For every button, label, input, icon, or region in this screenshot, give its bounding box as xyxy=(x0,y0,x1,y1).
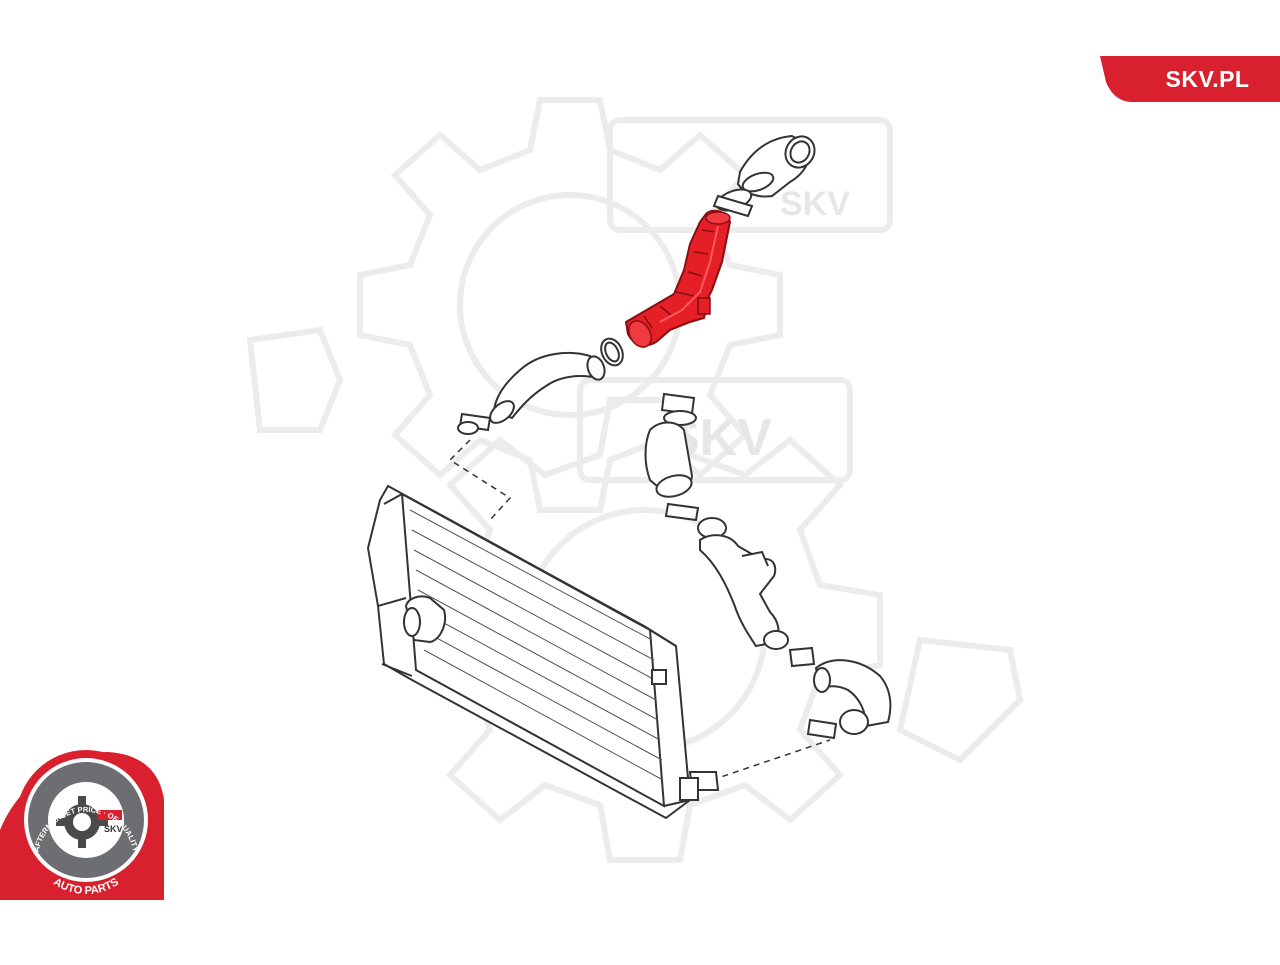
highlighted-charge-pipe xyxy=(624,209,732,348)
intercooler-core xyxy=(366,484,699,820)
lower-left-hose xyxy=(457,337,624,435)
dashed-connector-right xyxy=(711,739,831,781)
badge-center-text: SKV xyxy=(104,824,123,834)
right-side-pipes xyxy=(644,392,892,791)
watermark-text-upper: SKV xyxy=(780,185,850,223)
dashed-connector-left xyxy=(448,439,512,521)
upper-elbow-hose xyxy=(712,134,816,218)
gear-logo-icon: SKV AFTERMARKET PRICE · OE QUALITY AUTO … xyxy=(0,750,164,900)
brand-tab-shape xyxy=(1100,56,1280,102)
brand-site-label: SKV.PL xyxy=(1165,66,1250,92)
brand-tab: SKV.PL xyxy=(1100,56,1280,102)
